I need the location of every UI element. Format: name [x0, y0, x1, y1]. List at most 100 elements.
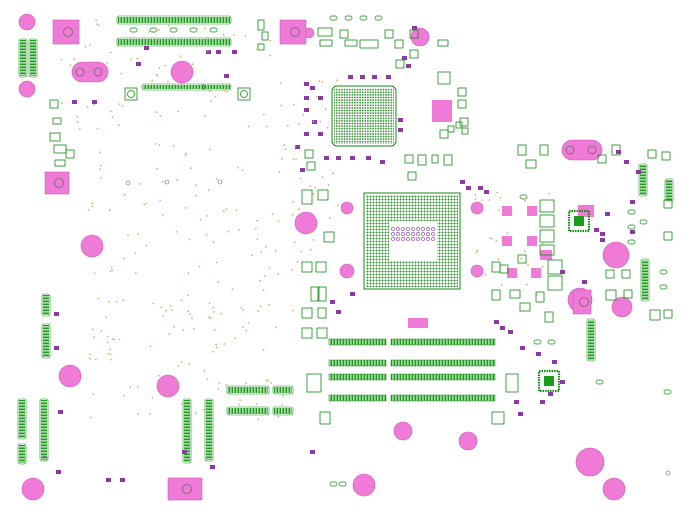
pink-pad [527, 206, 537, 216]
connector-pins [642, 260, 648, 300]
via [263, 113, 265, 116]
via [501, 239, 504, 242]
small-part [600, 238, 605, 242]
smd-component [339, 29, 349, 39]
smd-component [315, 261, 327, 273]
via [264, 274, 266, 277]
cpu-inner-pin [416, 237, 420, 241]
via [113, 338, 116, 340]
via [292, 103, 295, 106]
cpu-inner-pin [426, 232, 430, 236]
small-part [318, 132, 323, 136]
smd-component [547, 259, 563, 275]
drill-hole [93, 67, 103, 77]
mounting-hole [294, 211, 318, 235]
via [206, 378, 209, 381]
connector-outline [586, 318, 596, 362]
connector-pins [43, 325, 49, 357]
smd-component [437, 71, 451, 85]
via [159, 199, 162, 202]
via [223, 89, 226, 92]
via [210, 100, 212, 102]
slot-outline [390, 373, 496, 381]
small-part [484, 190, 489, 194]
memory-slots [328, 338, 496, 402]
via [91, 202, 94, 205]
smd-component [395, 59, 405, 69]
small-part [304, 132, 309, 136]
drill-hole [579, 297, 589, 307]
capacitor [149, 27, 158, 33]
small-part [54, 346, 59, 350]
via [527, 263, 529, 266]
via [225, 384, 228, 386]
via [215, 177, 218, 180]
mounting-hole [339, 263, 355, 279]
smd-component [539, 244, 555, 256]
cpu-inner-pin [391, 227, 395, 231]
via [208, 90, 211, 93]
small-part [318, 96, 323, 100]
via [195, 194, 197, 197]
slot-pins [329, 395, 386, 401]
via [91, 205, 94, 208]
via [324, 108, 327, 111]
via [238, 403, 241, 406]
small-part [58, 410, 63, 414]
via [242, 326, 244, 328]
via [89, 43, 91, 46]
cpu-inner-pin [426, 237, 430, 241]
via [240, 307, 243, 309]
smd-component [539, 214, 555, 228]
via [255, 402, 258, 405]
cpu-inner-pin [396, 232, 400, 236]
smd-component [457, 99, 467, 109]
via [270, 382, 273, 384]
via [158, 374, 160, 377]
smd-component [407, 171, 417, 181]
small-part [536, 352, 541, 356]
mounting-hole [602, 477, 626, 501]
smd-component [605, 289, 617, 301]
smd-component [519, 302, 531, 312]
via [149, 345, 152, 348]
slot-pins [329, 339, 386, 345]
via [175, 230, 178, 233]
via-hole [217, 179, 223, 185]
via [99, 177, 102, 179]
connector-outline [17, 443, 27, 465]
via [155, 73, 158, 76]
via [160, 387, 163, 390]
cpu-inner-pin [411, 227, 415, 231]
capacitor [659, 269, 668, 275]
via [314, 187, 316, 189]
connectors [17, 15, 674, 465]
capacitor [209, 27, 218, 33]
smd-component [491, 411, 505, 425]
via [108, 209, 111, 212]
via [89, 416, 92, 419]
small-part [310, 86, 315, 90]
smd-component [409, 49, 419, 59]
via [262, 289, 265, 292]
small-part [478, 186, 483, 190]
cpu-inner-pin [406, 237, 410, 241]
smd-component [301, 307, 313, 319]
via [212, 241, 215, 244]
via [106, 335, 109, 338]
via [500, 284, 503, 286]
slot-outline [328, 359, 387, 367]
via [212, 350, 214, 353]
pink-pad [502, 236, 512, 246]
via [187, 294, 189, 297]
smd-component [317, 307, 327, 319]
via [86, 106, 89, 109]
via [235, 209, 238, 212]
mount-pad [124, 87, 138, 101]
drill-hole [565, 145, 575, 155]
small-part [406, 64, 411, 68]
via [213, 311, 215, 313]
drill-hole [75, 67, 85, 77]
via [277, 415, 280, 418]
smd-component [539, 199, 555, 213]
